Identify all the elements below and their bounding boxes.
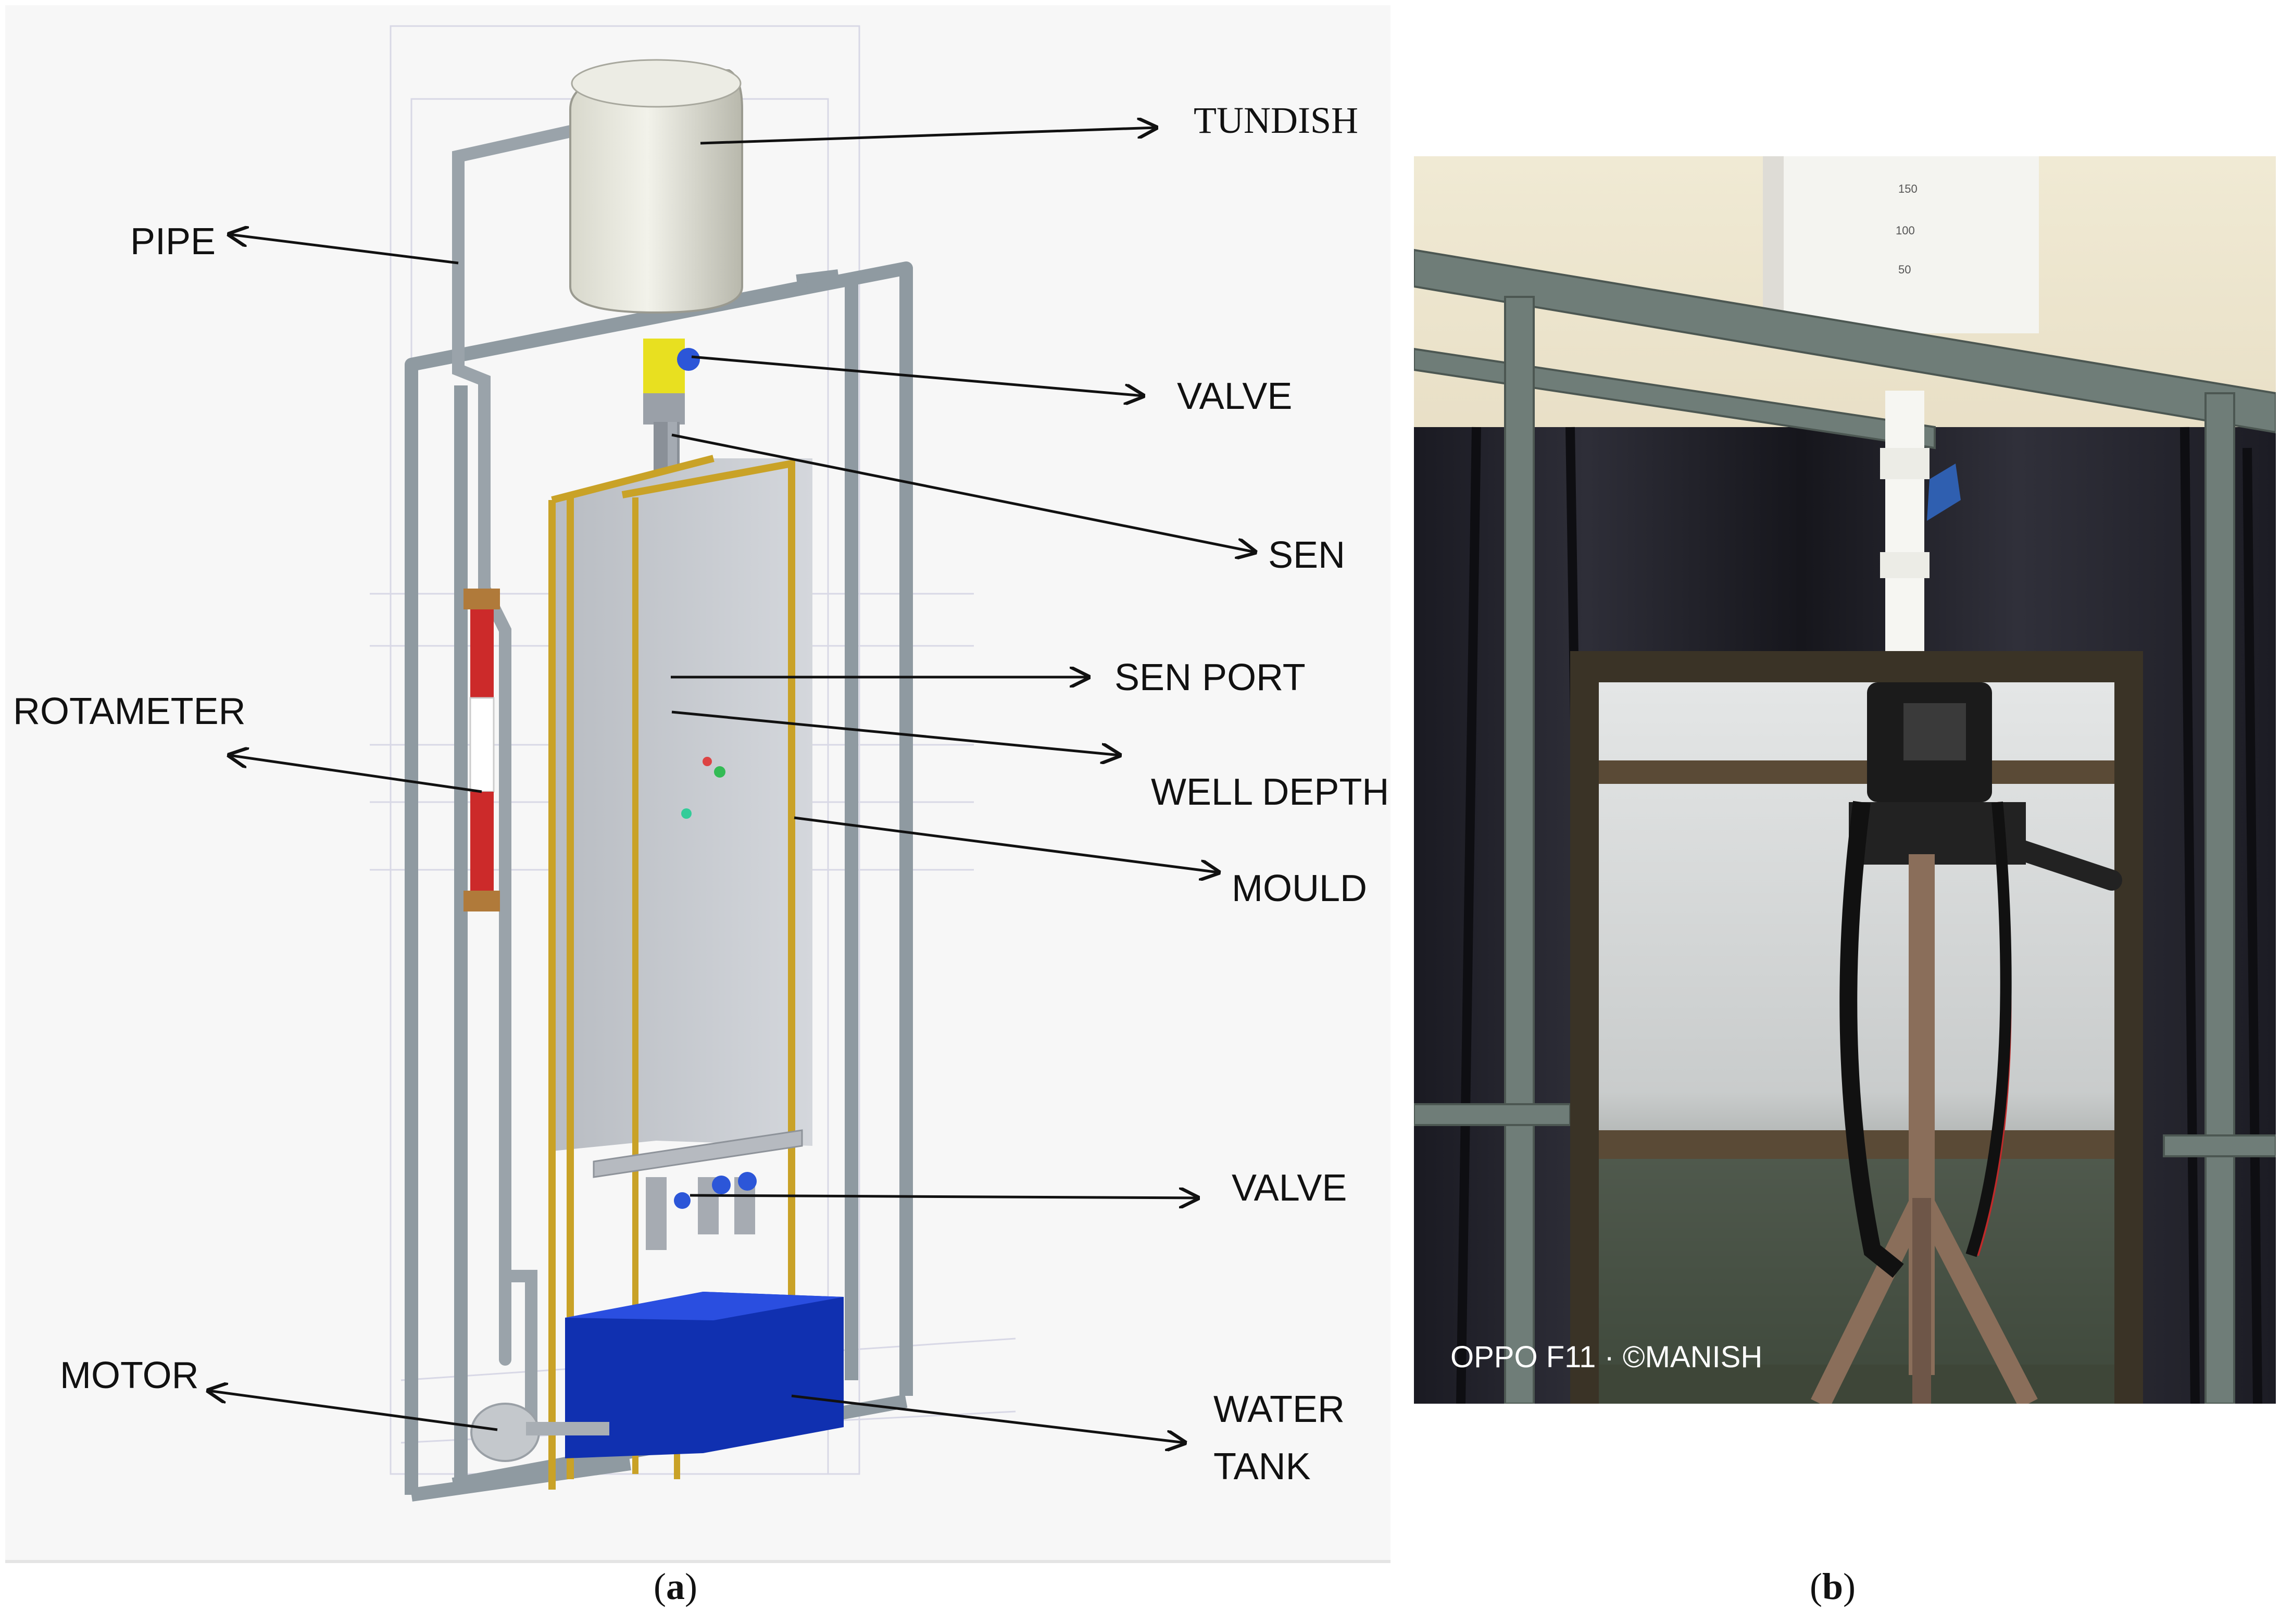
caption-b: (b) <box>1810 1566 1856 1607</box>
label-sen: SEN <box>1268 534 1345 576</box>
label-valve-top: VALVE <box>1177 376 1292 417</box>
callout-labels: TUNDISH PIPE VALVE SEN SEN PORT WELL DEP… <box>13 99 1389 1488</box>
caption-b-letter: b <box>1822 1566 1844 1607</box>
pipe <box>452 119 605 1428</box>
schematic-drawing: TUNDISH PIPE VALVE SEN SEN PORT WELL DEP… <box>13 25 1389 1502</box>
label-well-depth: WELL DEPTH <box>1151 771 1389 813</box>
tundish-vessel <box>569 59 743 314</box>
label-motor: MOTOR <box>60 1355 199 1396</box>
photo-frame <box>1414 248 2276 1404</box>
label-valve-bottom: VALVE <box>1232 1167 1347 1209</box>
experimental-setup-photo: 150 100 50 <box>1414 156 2276 1404</box>
bottom-valves <box>646 1172 757 1250</box>
leader-arrows <box>208 128 1255 1443</box>
photo-tundish: 150 100 50 <box>1763 156 2039 333</box>
scale-50: 50 <box>1898 263 1911 276</box>
label-mould: MOULD <box>1232 868 1367 909</box>
label-water-tank-line2: TANK <box>1213 1446 1311 1488</box>
label-tundish: TUNDISH <box>1194 99 1358 141</box>
scale-100: 100 <box>1896 224 1915 237</box>
label-sen-port: SEN PORT <box>1114 657 1306 698</box>
photo-camera-tripod <box>1811 682 2122 1404</box>
panel-b-photo: 150 100 50 <box>1414 156 2276 1404</box>
scale-150: 150 <box>1898 182 1918 195</box>
water-tank <box>565 1292 844 1458</box>
caption-a-letter: a <box>666 1566 685 1607</box>
caption-a: (a) <box>654 1566 697 1607</box>
label-rotameter: ROTAMETER <box>13 691 246 732</box>
label-water-tank-line1: WATER <box>1213 1389 1345 1430</box>
panel-a-schematic: TUNDISH PIPE VALVE SEN SEN PORT WELL DEP… <box>5 5 1390 1563</box>
panel-a-baseline <box>5 1560 1390 1563</box>
motor <box>470 1403 609 1462</box>
rotameter <box>463 589 500 911</box>
mould <box>548 455 812 1490</box>
photo-watermark: OPPO F11 · ©MANISH <box>1450 1340 1762 1374</box>
label-pipe: PIPE <box>130 221 216 263</box>
